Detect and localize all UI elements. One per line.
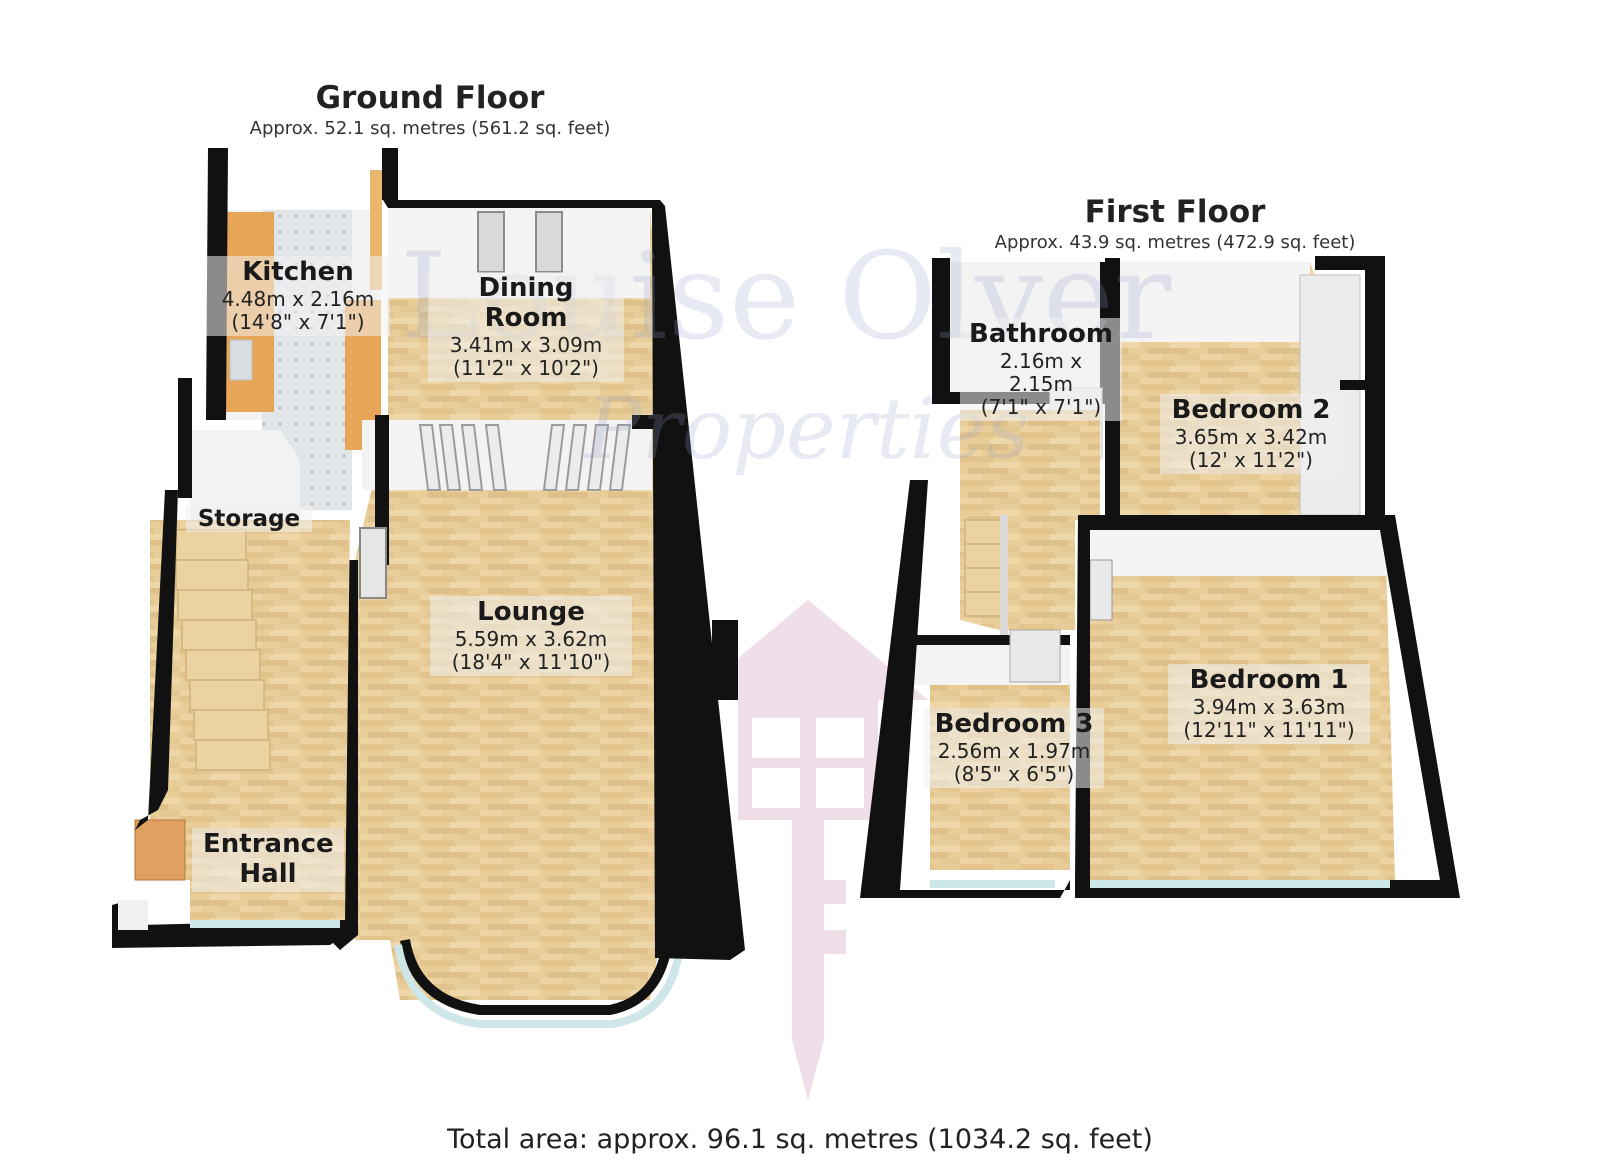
- room-label-bedroom-3: Bedroom 3 2.56m x 1.97m (8'5" x 6'5"): [924, 708, 1104, 788]
- room-name: Bedroom 2: [1171, 395, 1331, 425]
- room-name: Storage: [197, 506, 301, 532]
- room-label-bedroom-2: Bedroom 2 3.65m x 3.42m (12' x 11'2"): [1160, 394, 1342, 474]
- room-dim-metric: 3.65m x 3.42m: [1174, 424, 1328, 449]
- room-dim-metric: 3.94m x 3.63m: [1192, 694, 1346, 719]
- room-dim-imperial: (14'8" x 7'1"): [231, 309, 365, 334]
- room-label-entrance-hall: Entrance Hall: [192, 828, 344, 892]
- room-dim-metric: 2.56m x 1.97m: [937, 738, 1091, 763]
- landing-area: [960, 410, 1100, 635]
- room-dim-imperial: (12'11" x 11'11"): [1183, 717, 1355, 742]
- room-name: Bathroom: [969, 319, 1113, 349]
- total-area-text: Total area: approx. 96.1 sq. metres (103…: [447, 1124, 1153, 1155]
- room-label-lounge: Lounge 5.59m x 3.62m (18'4" x 11'10"): [430, 596, 632, 676]
- room-dim-imperial: (7'1" x 7'1"): [980, 394, 1102, 419]
- room-dim-metric: 3.41m x 3.09m: [449, 332, 603, 357]
- room-name: Bedroom 1: [1189, 665, 1349, 695]
- brand-house-key-icon: [688, 600, 928, 1100]
- first-floor-area: Approx. 43.9 sq. metres (472.9 sq. feet): [994, 232, 1356, 253]
- room-dim-imperial: (8'5" x 6'5"): [953, 761, 1075, 786]
- room-label-dining-room: Dining Room 3.41m x 3.09m (11'2" x 10'2"…: [428, 272, 624, 382]
- first-floor-plan: [860, 256, 1460, 898]
- room-dim-imperial: (18'4" x 11'10"): [451, 649, 611, 674]
- room-dim-imperial: (12' x 11'2"): [1189, 447, 1313, 472]
- room-dim-metric: 5.59m x 3.62m: [454, 626, 608, 651]
- room-label-storage: Storage: [186, 506, 312, 533]
- entrance-hall-room: [112, 490, 350, 948]
- ground-floor-title: Ground Floor: [315, 80, 545, 116]
- room-dim-metric: 4.48m x 2.16m: [221, 286, 375, 311]
- room-name: Bedroom 3: [934, 709, 1094, 739]
- room-label-bathroom: Bathroom 2.16m x 2.15m (7'1" x 7'1"): [960, 318, 1122, 421]
- room-name: Dining Room: [478, 273, 574, 333]
- ground-floor-area: Approx. 52.1 sq. metres (561.2 sq. feet): [249, 118, 611, 139]
- room-dim-metric: 2.16m x 2.15m: [999, 348, 1083, 396]
- room-label-kitchen: Kitchen 4.48m x 2.16m (14'8" x 7'1"): [206, 256, 390, 336]
- room-name: Kitchen: [242, 257, 354, 287]
- ground-floor-plan: [112, 148, 745, 1028]
- bedroom-2-room: [1105, 256, 1385, 520]
- staircase: [175, 529, 271, 771]
- room-label-bedroom-1: Bedroom 1 3.94m x 3.63m (12'11" x 11'11"…: [1168, 664, 1370, 744]
- room-name: Lounge: [477, 597, 585, 627]
- bifold-doors: [418, 424, 632, 491]
- landing-staircase: [964, 519, 1006, 617]
- room-dim-imperial: (11'2" x 10'2"): [453, 355, 599, 380]
- room-name: Entrance Hall: [203, 829, 334, 889]
- first-floor-title: First Floor: [1084, 194, 1266, 230]
